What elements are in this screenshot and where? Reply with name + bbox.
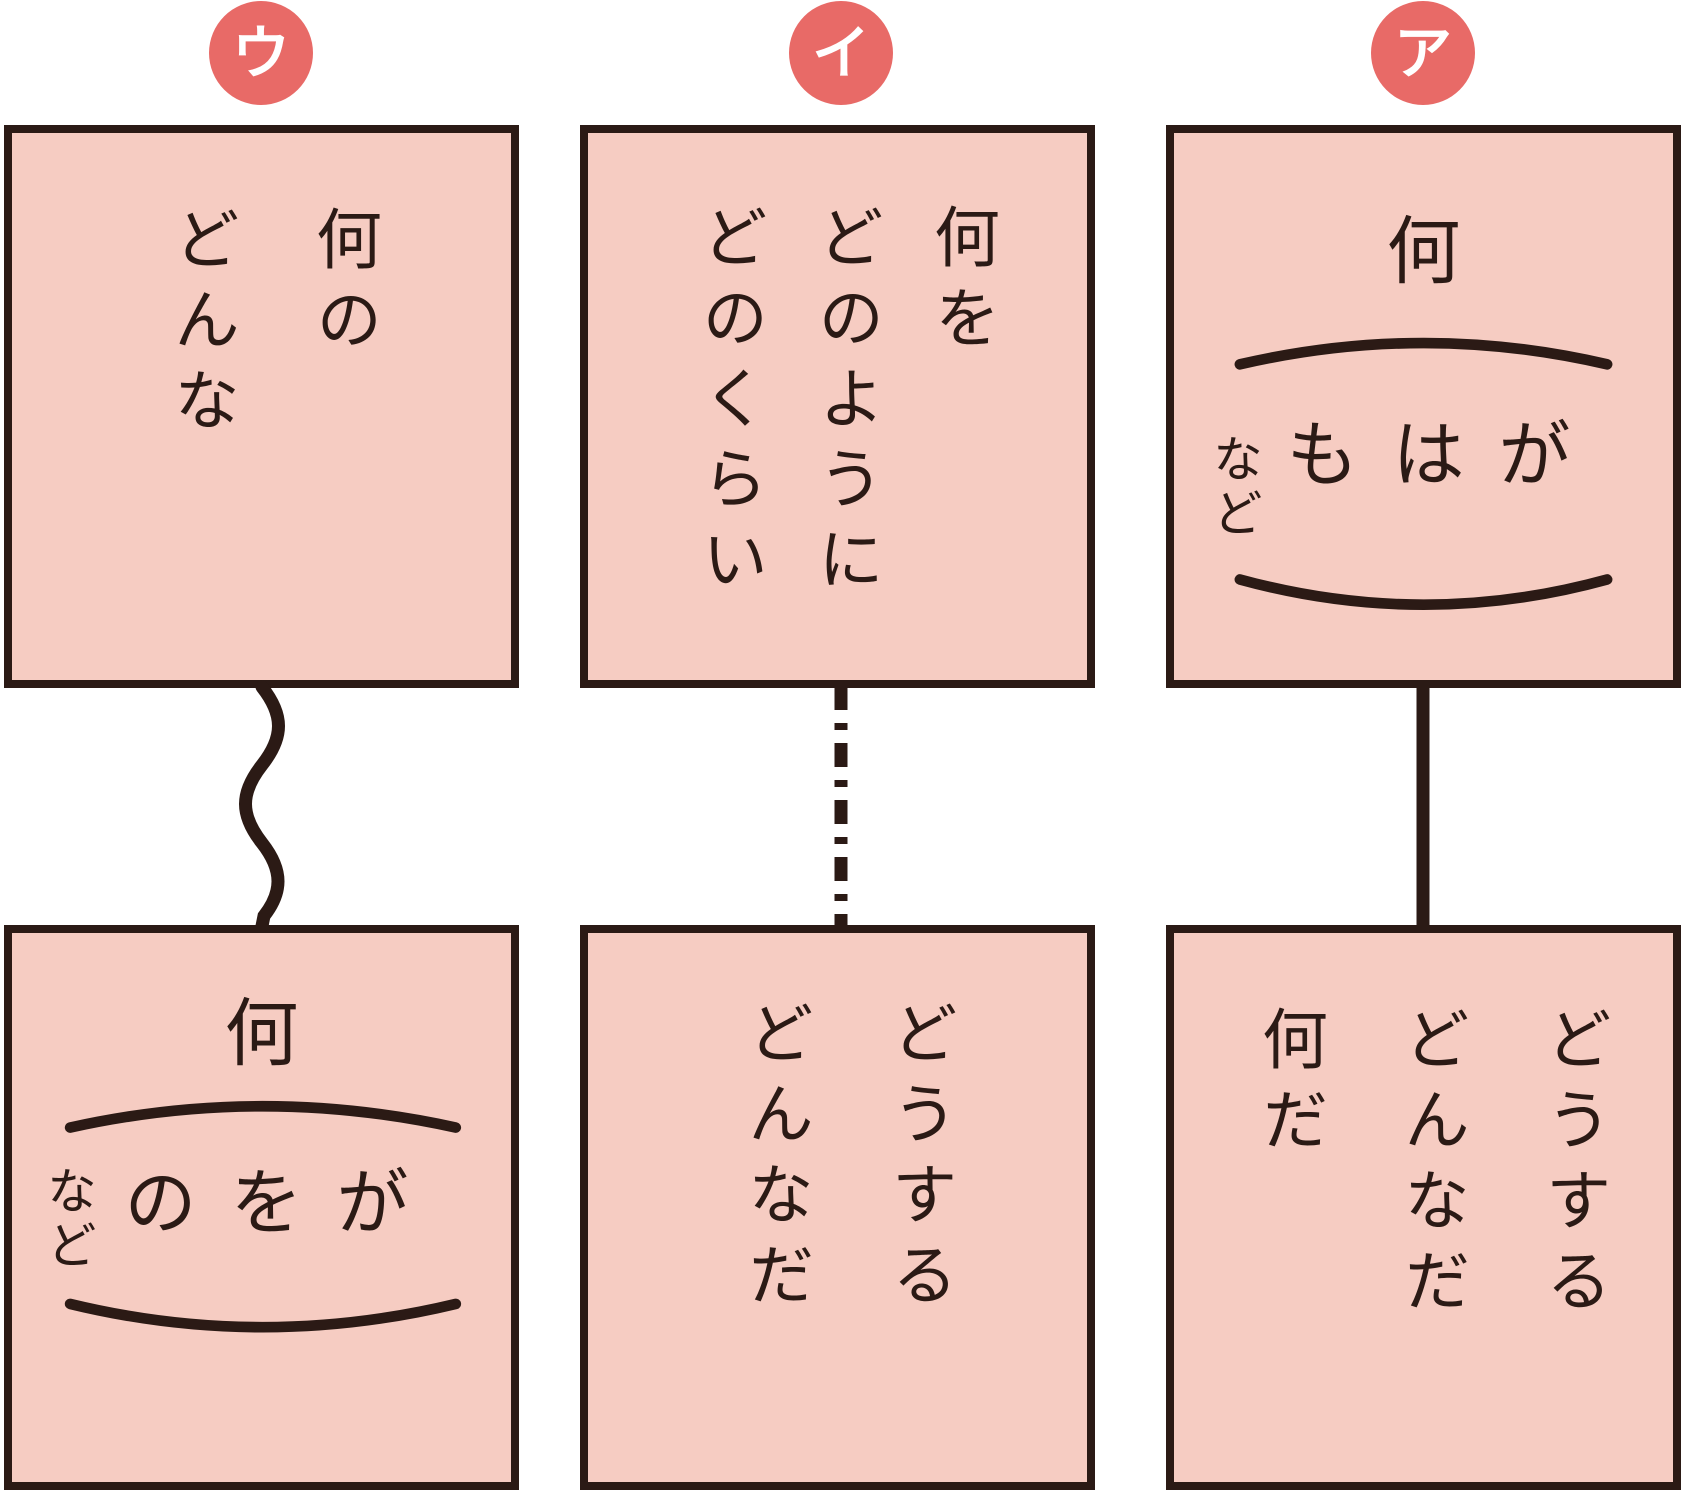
label-circle-i: イ	[789, 1, 893, 105]
label-circle-i-text: イ	[811, 19, 870, 87]
text-column: どんなだ	[737, 999, 814, 1322]
particle-row: も は が	[1286, 419, 1570, 491]
label-circle-a: ア	[1371, 1, 1475, 105]
wavy-connector	[239, 680, 285, 933]
particle-char: が	[336, 1161, 409, 1245]
paren-arc-top	[64, 1100, 462, 1133]
head-nani: 何	[224, 991, 299, 1077]
particle-char: の	[124, 1161, 197, 1245]
particle-char: は	[1392, 413, 1465, 497]
box-i-bottom-text: どうする どんなだ	[737, 999, 958, 1322]
label-circle-u: ウ	[209, 1, 313, 105]
etc-label: など	[1205, 433, 1263, 541]
label-circle-u-text: ウ	[231, 19, 290, 87]
text-column: どうする	[1535, 1005, 1612, 1328]
box-u-top: 何の どんな	[4, 125, 519, 688]
box-a-bottom-text: どうする どんなだ 何だ	[1251, 1005, 1612, 1328]
text-column: 何の	[305, 205, 382, 367]
box-a-bottom: どうする どんなだ 何だ	[1166, 925, 1681, 1490]
text-column: 何だ	[1251, 1005, 1328, 1167]
particle-char: を	[230, 1161, 303, 1245]
particle-char: も	[1286, 413, 1359, 497]
particle-row: の を が	[124, 1167, 408, 1239]
etc-label: など	[39, 1165, 97, 1273]
head-nani: 何	[1386, 209, 1461, 295]
box-i-top-text: 何を どのように どのくらい	[691, 203, 1000, 606]
box-a-top: 何 も は が など	[1166, 125, 1681, 688]
box-u-bottom: 何 の を が など	[4, 925, 519, 1490]
box-i-bottom: どうする どんなだ	[580, 925, 1095, 1490]
text-column: どんな	[163, 205, 240, 447]
text-column: 何を	[923, 203, 1000, 365]
text-column: どのように	[807, 203, 884, 606]
paren-arc-bottom	[64, 1298, 462, 1333]
particle-char: が	[1498, 413, 1571, 497]
text-column: どのくらい	[691, 203, 768, 606]
box-u-top-text: 何の どんな	[163, 205, 382, 447]
text-column: どんなだ	[1393, 1005, 1470, 1328]
label-circle-a-text: ア	[1393, 19, 1452, 87]
paren-arc-bottom	[1234, 574, 1613, 610]
paren-arc-top	[1234, 337, 1613, 370]
box-i-top: 何を どのように どのくらい	[580, 125, 1095, 688]
text-column: どうする	[881, 999, 958, 1322]
